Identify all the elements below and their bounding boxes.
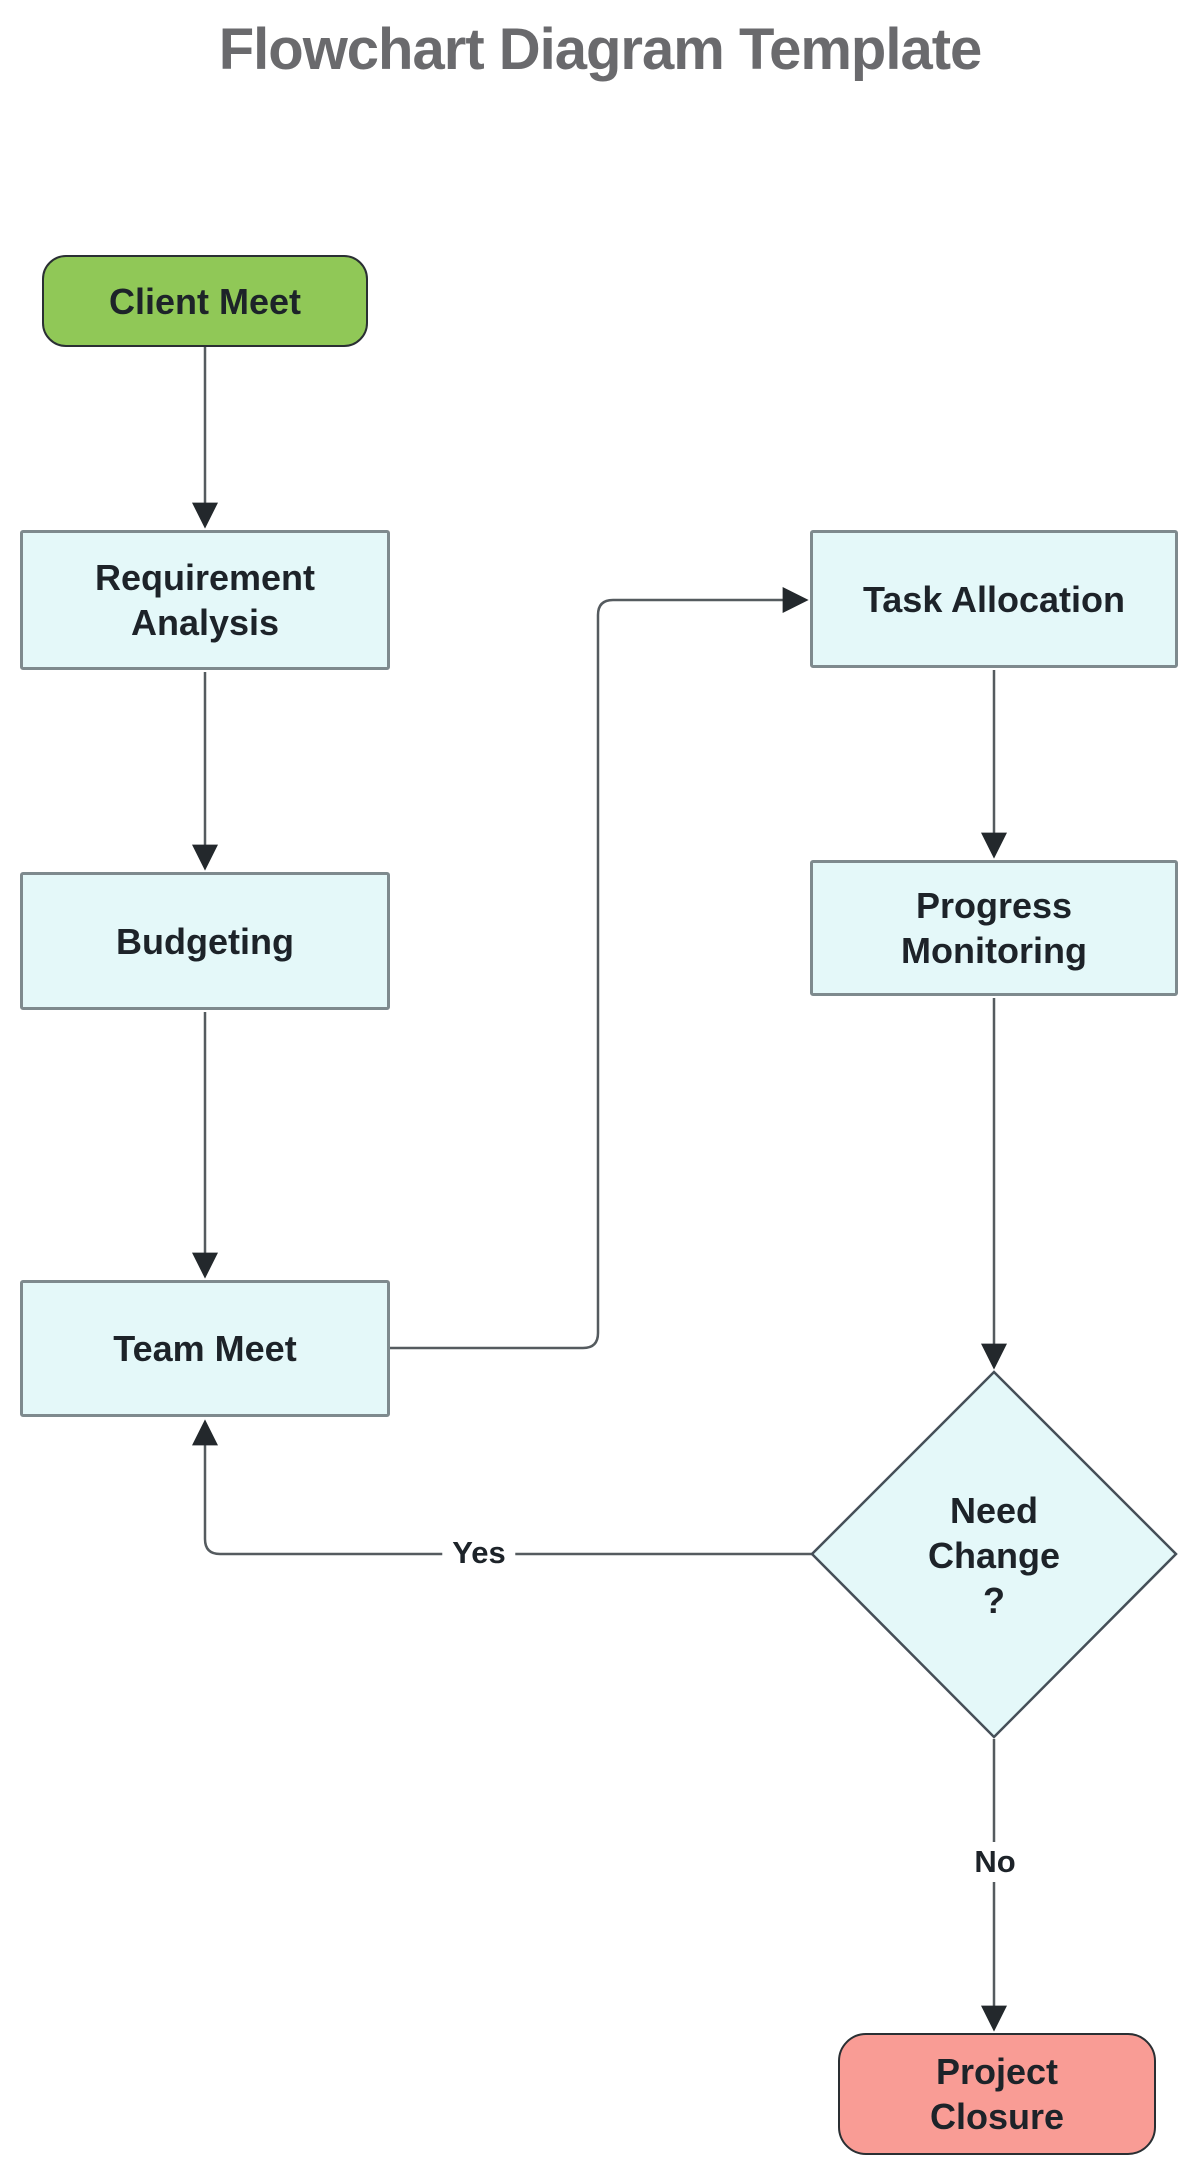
node-requirement-analysis: Requirement Analysis [20,530,390,670]
node-team-meet-label: Team Meet [113,1328,297,1369]
node-client-meet-label: Client Meet [108,280,302,322]
node-budgeting: Budgeting [20,872,390,1010]
node-requirement-analysis-label: Requirement Analysis [94,557,316,643]
page-title: Flowchart Diagram Template [218,17,983,82]
node-need-change-label: Need Change ? [927,1489,1060,1621]
edge-label-yes: Yes [442,1533,516,1573]
edge-team-meet-to-task-allocation [387,587,809,1350]
node-task-allocation-label: Task Allocation [862,578,1126,620]
node-client-meet: Client Meet [42,255,368,347]
node-progress-monitoring: Progress Monitoring [810,860,1178,996]
edge-label-no: No [964,1842,1026,1882]
node-project-closure-label: Project Closure [929,2051,1065,2137]
node-task-allocation: Task Allocation [810,530,1178,668]
node-project-closure: Project Closure [838,2033,1156,2155]
node-team-meet: Team Meet [20,1280,390,1417]
edge-need-change-yes-to-team-meet [192,1419,812,1556]
decision-diamond-shape [810,1370,1178,1739]
node-progress-monitoring-label: Progress Monitoring [901,885,1087,971]
node-budgeting-label: Budgeting [116,920,294,962]
